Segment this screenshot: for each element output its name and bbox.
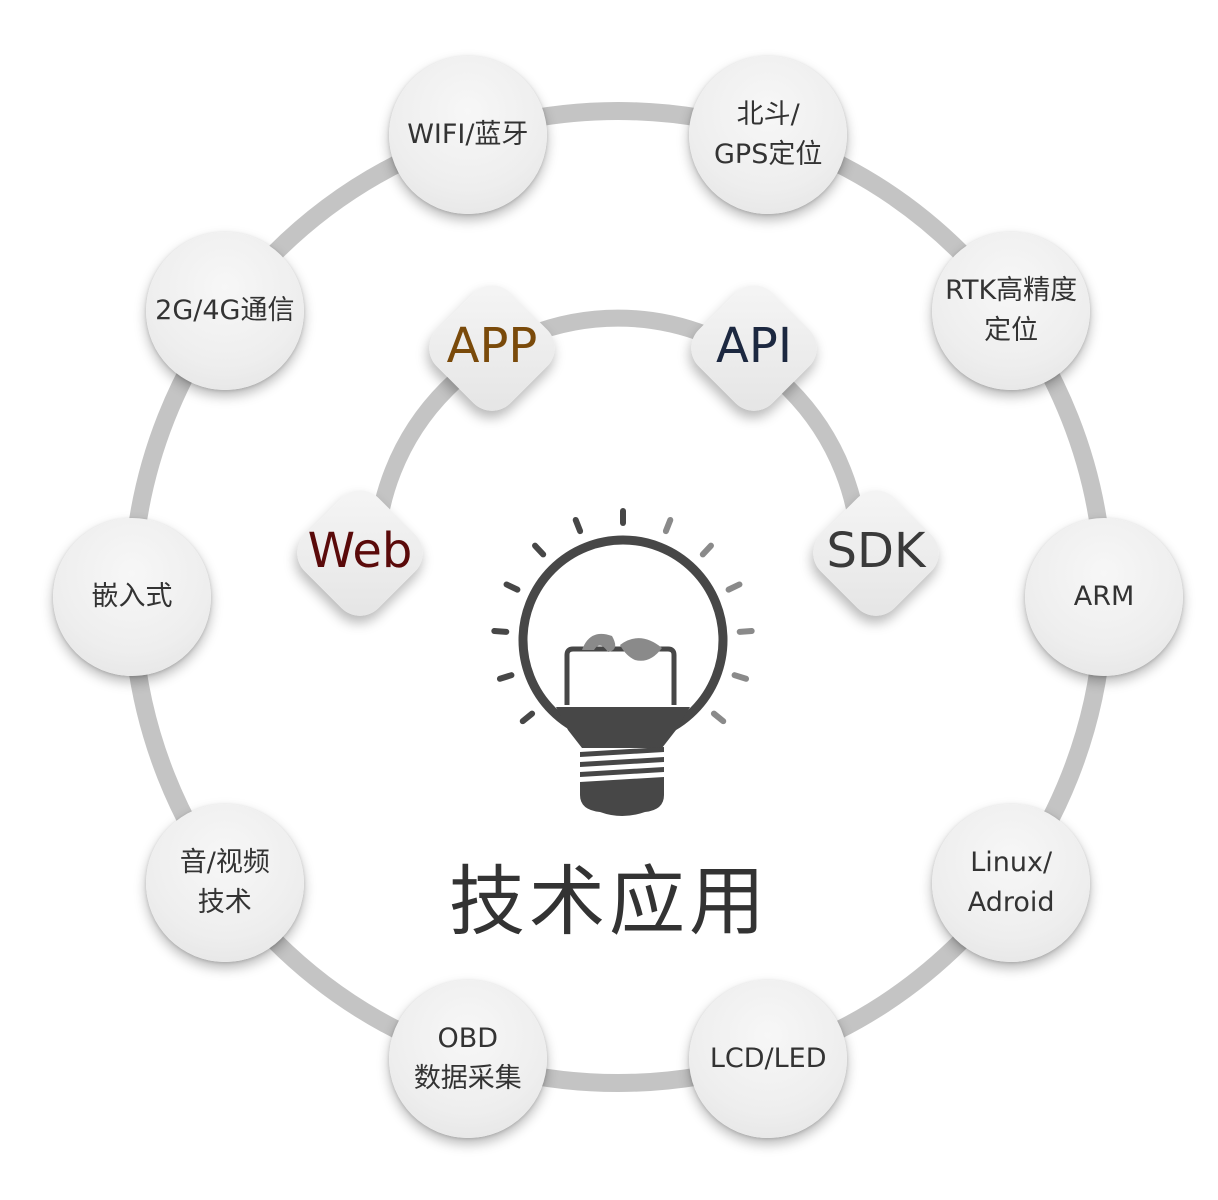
outer-node: 音/视频 技术 — [145, 803, 304, 962]
inner-node-label: SDK — [826, 523, 926, 579]
outer-node-label: Linux/ Adroid — [967, 846, 1055, 918]
light-ray — [731, 672, 750, 682]
light-ray — [736, 628, 755, 635]
light-ray — [519, 710, 536, 725]
light-ray — [725, 581, 743, 593]
light-ray — [503, 581, 521, 593]
outer-node-label: ARM — [1073, 581, 1135, 612]
title: 技术应用 — [449, 857, 769, 946]
outer-node-label: RTK高精度 定位 — [945, 275, 1078, 347]
outer-node: 2G/4G通信 — [145, 232, 304, 391]
outer-node-label: 音/视频 技术 — [179, 846, 270, 918]
outer-node: RTK高精度 定位 — [932, 232, 1091, 391]
light-ray — [491, 628, 510, 635]
outer-node: LCD/LED — [689, 980, 848, 1139]
light-ray — [710, 710, 727, 725]
light-ray — [572, 516, 584, 535]
outer-node-label: 北斗/ GPS定位 — [714, 98, 823, 170]
outer-node: 嵌入式 — [53, 518, 211, 676]
outer-node-label: LCD/LED — [709, 1043, 827, 1075]
outer-node-label: WIFI/蓝牙 — [407, 118, 529, 150]
light-ray — [662, 516, 674, 535]
light-ray — [496, 672, 515, 682]
outer-node: OBD 数据采集 — [388, 980, 547, 1139]
outer-node: 北斗/ GPS定位 — [689, 55, 848, 214]
light-ray — [699, 542, 714, 558]
outer-node: Linux/ Adroid — [932, 803, 1091, 962]
lightbulb-icon — [491, 508, 755, 816]
outer-node-label: 2G/4G通信 — [155, 295, 295, 327]
inner-node-label: API — [716, 318, 792, 374]
inner-node-label: Web — [307, 523, 413, 579]
outer-node: ARM — [1025, 518, 1183, 676]
outer-node-label: 嵌入式 — [91, 581, 173, 612]
inner-arc — [367, 309, 869, 561]
inner-node-label: APP — [446, 318, 538, 374]
outer-node: WIFI/蓝牙 — [388, 55, 547, 214]
light-ray — [532, 542, 547, 558]
outer-node-label: OBD 数据采集 — [413, 1023, 522, 1095]
